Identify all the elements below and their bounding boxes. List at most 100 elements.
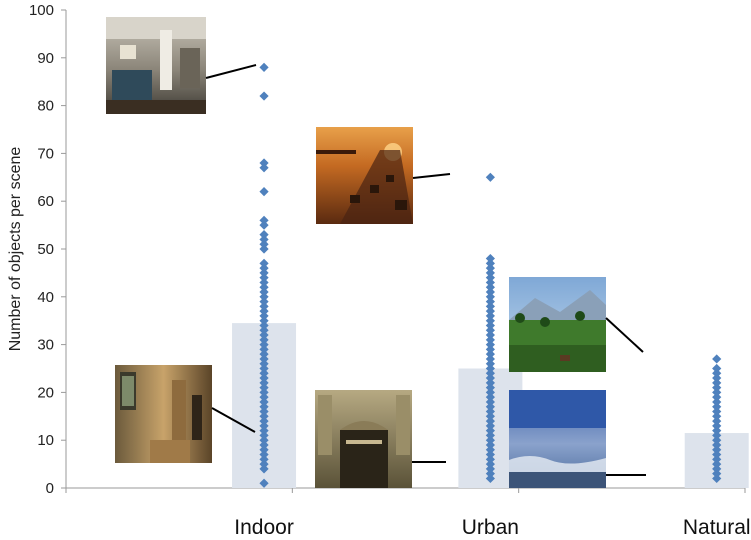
data-point-indoor	[259, 244, 269, 254]
data-point-indoor	[259, 449, 269, 460]
data-point-indoor	[259, 215, 269, 225]
leader-line-highway	[412, 173, 451, 179]
data-point-indoor	[259, 378, 269, 388]
data-point-indoor	[259, 426, 269, 436]
data-point-indoor	[259, 220, 269, 230]
leader-line-meadow	[605, 317, 644, 353]
data-point-indoor	[259, 263, 269, 273]
data-point-natural	[712, 373, 722, 383]
data-point-indoor	[259, 430, 269, 441]
data-point-indoor	[259, 464, 269, 474]
data-point-indoor	[259, 392, 269, 402]
data-point-urban	[485, 287, 495, 297]
y-axis-label: Number of objects per scene	[7, 147, 24, 352]
leader-line-hallway	[211, 407, 256, 433]
y-tick-label: 40	[37, 289, 54, 306]
data-point-indoor	[259, 320, 269, 331]
data-point-urban	[485, 440, 495, 450]
y-tick-label: 80	[37, 98, 54, 115]
indoor-hallway-photo	[115, 365, 212, 463]
data-point-indoor	[259, 277, 269, 288]
data-point-natural	[712, 416, 722, 426]
data-point-urban	[485, 340, 495, 350]
data-point-indoor	[259, 301, 269, 311]
data-point-natural	[712, 464, 722, 474]
data-point-urban	[485, 273, 495, 283]
data-point-indoor	[259, 158, 269, 168]
data-point-urban	[485, 311, 495, 321]
data-point-indoor	[259, 230, 269, 240]
data-point-natural	[712, 392, 722, 402]
data-point-urban	[485, 397, 495, 407]
data-point-natural	[712, 469, 722, 479]
category-label-indoor: Indoor	[234, 516, 294, 539]
data-point-indoor	[259, 268, 269, 278]
data-point-urban	[485, 344, 495, 354]
data-point-indoor	[259, 325, 269, 335]
data-point-urban	[485, 378, 495, 388]
data-point-urban	[485, 325, 495, 335]
y-tick-label: 50	[37, 241, 54, 258]
data-point-natural	[712, 421, 722, 431]
data-point-indoor	[259, 363, 269, 374]
leader-line-office	[205, 64, 257, 79]
data-point-indoor	[259, 282, 269, 292]
data-point-indoor	[259, 316, 269, 326]
data-point-urban	[485, 435, 495, 445]
data-point-urban	[485, 316, 495, 326]
data-point-indoor	[259, 402, 269, 412]
data-point-indoor	[259, 359, 269, 369]
data-point-indoor	[259, 344, 269, 354]
data-point-urban	[485, 454, 495, 464]
data-point-indoor	[259, 383, 269, 393]
data-point-indoor	[259, 478, 269, 488]
data-point-urban	[485, 330, 495, 340]
y-tick-label: 70	[37, 145, 54, 162]
data-point-urban	[485, 392, 495, 402]
data-point-indoor	[259, 354, 269, 364]
data-point-urban	[485, 469, 495, 479]
leader-lines	[205, 64, 646, 476]
data-point-urban	[485, 459, 495, 469]
natural-sea-shore-photo	[509, 390, 606, 488]
data-point-urban	[485, 292, 495, 302]
data-point-natural	[712, 402, 722, 412]
data-point-natural	[712, 354, 722, 364]
data-point-urban	[485, 301, 495, 311]
data-point-indoor	[259, 330, 269, 340]
data-point-natural	[712, 473, 722, 484]
data-point-indoor	[259, 187, 269, 197]
data-point-indoor	[259, 454, 269, 464]
thumbnails	[106, 17, 606, 488]
data-point-natural	[712, 378, 722, 388]
data-point-urban	[485, 335, 495, 345]
data-point-indoor	[259, 62, 269, 72]
data-point-urban	[485, 263, 495, 273]
y-tick-label: 10	[37, 432, 54, 449]
urban-highway-photo	[316, 127, 413, 224]
data-point-urban	[485, 172, 495, 182]
data-point-urban	[485, 449, 495, 460]
data-point-urban	[485, 258, 495, 268]
data-point-natural	[712, 406, 722, 417]
data-point-indoor	[259, 416, 269, 426]
y-tick-label: 0	[46, 480, 54, 497]
natural-mountain-meadow-photo	[509, 277, 606, 372]
data-point-urban	[485, 445, 495, 455]
data-point-indoor	[259, 335, 269, 345]
data-point-urban	[485, 411, 495, 421]
category-label-urban: Urban	[462, 516, 519, 539]
data-point-urban	[485, 354, 495, 364]
y-tick-label: 20	[37, 384, 54, 401]
data-point-urban	[485, 359, 495, 369]
data-point-indoor	[259, 287, 269, 297]
data-point-natural	[712, 411, 722, 421]
data-point-indoor	[259, 340, 269, 350]
data-point-natural	[712, 387, 722, 397]
data-point-natural	[712, 368, 722, 378]
data-point-natural	[712, 454, 722, 464]
data-point-indoor	[259, 234, 269, 245]
